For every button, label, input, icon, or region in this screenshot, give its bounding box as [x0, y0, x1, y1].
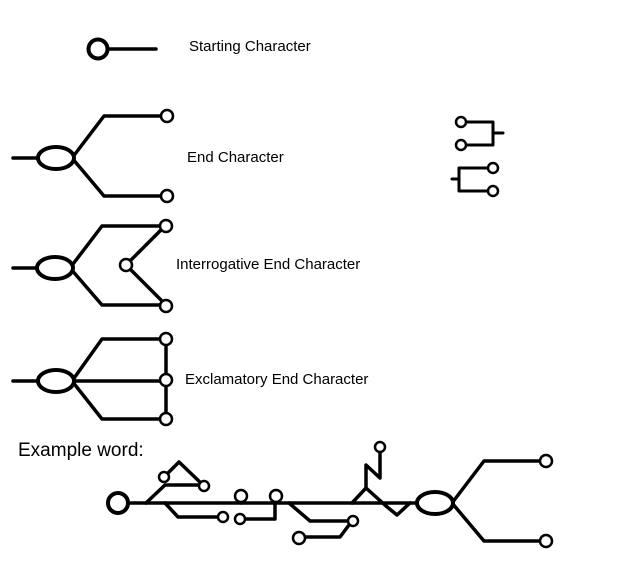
end-character-glyph — [11, 108, 175, 204]
small-bracket-glyph-lower — [450, 161, 500, 198]
end-character-label: End Character — [187, 149, 284, 166]
example-word-glyph — [106, 440, 554, 549]
example-word-label: Example word: — [18, 440, 144, 461]
interrogative-end-character-glyph — [11, 218, 174, 314]
interrogative-end-character-label: Interrogative End Character — [176, 256, 361, 273]
starting-character-glyph — [86, 37, 158, 61]
exclamatory-end-character-label: Exclamatory End Character — [185, 371, 369, 388]
exclamatory-end-character-glyph — [11, 331, 174, 427]
starting-character-label: Starting Character — [189, 38, 311, 55]
small-bracket-glyph-upper — [454, 115, 505, 152]
